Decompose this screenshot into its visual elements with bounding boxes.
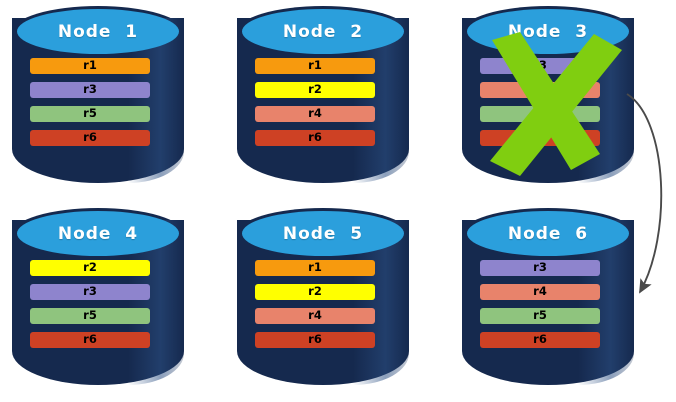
record-label: r3 — [533, 58, 547, 73]
node-label: Node 5 — [282, 223, 364, 244]
record-label: r5 — [533, 106, 547, 121]
record-bar[interactable]: r3 — [30, 284, 150, 300]
record-bar[interactable]: r2 — [30, 260, 150, 276]
node-label: Node 3 — [507, 21, 589, 42]
record-label: r4 — [308, 106, 322, 121]
record-bar[interactable]: r4 — [255, 106, 375, 122]
record-bar[interactable]: r1 — [255, 260, 375, 276]
record-label: r1 — [308, 58, 322, 73]
record-bar[interactable]: r3 — [480, 260, 600, 276]
node-4[interactable]: Node 4 r2 r3 r5 r6 — [0, 202, 196, 392]
record-label: r1 — [83, 58, 97, 73]
record-label: r4 — [533, 284, 547, 299]
record-label: r4 — [308, 308, 322, 323]
record-list: r2 r3 r5 r6 — [30, 260, 150, 356]
record-bar[interactable]: r4 — [480, 82, 600, 98]
record-bar[interactable]: r3 — [480, 58, 600, 74]
record-bar[interactable]: r6 — [480, 130, 600, 146]
record-label: r5 — [83, 106, 97, 121]
record-list: r1 r2 r4 r6 — [255, 260, 375, 356]
record-label: r6 — [533, 332, 547, 347]
record-label: r6 — [83, 332, 97, 347]
record-bar[interactable]: r3 — [30, 82, 150, 98]
record-label: r3 — [83, 284, 97, 299]
node-2[interactable]: Node 2 r1 r2 r4 r6 — [225, 0, 421, 190]
record-label: r5 — [533, 308, 547, 323]
cylinder-top-face — [242, 9, 404, 54]
record-label: r6 — [308, 130, 322, 145]
record-bar[interactable]: r4 — [480, 284, 600, 300]
record-label: r2 — [308, 82, 322, 97]
record-bar[interactable]: r2 — [255, 82, 375, 98]
node-label: Node 4 — [57, 223, 139, 244]
node-5[interactable]: Node 5 r1 r2 r4 r6 — [225, 202, 421, 392]
record-label: r5 — [83, 308, 97, 323]
cylinder-top-face — [242, 211, 404, 256]
record-label: r6 — [533, 130, 547, 145]
record-label: r2 — [83, 260, 97, 275]
node-3[interactable]: Node 3 r3 r4 r5 r6 — [450, 0, 646, 190]
record-bar[interactable]: r4 — [255, 308, 375, 324]
record-bar[interactable]: r6 — [30, 130, 150, 146]
record-bar[interactable]: r5 — [30, 308, 150, 324]
node-label: Node 6 — [507, 223, 589, 244]
record-bar[interactable]: r5 — [480, 106, 600, 122]
record-list: r3 r4 r5 r6 — [480, 260, 600, 356]
record-bar[interactable]: r6 — [30, 332, 150, 348]
node-label: Node 2 — [282, 21, 364, 42]
record-label: r2 — [308, 284, 322, 299]
record-bar[interactable]: r2 — [255, 284, 375, 300]
cylinder-top-face — [17, 211, 179, 256]
record-label: r3 — [83, 82, 97, 97]
node-label: Node 1 — [57, 21, 139, 42]
record-label: r6 — [308, 332, 322, 347]
record-bar[interactable]: r1 — [30, 58, 150, 74]
node-1[interactable]: Node 1 r1 r3 r5 r6 — [0, 0, 196, 190]
record-bar[interactable]: r6 — [255, 130, 375, 146]
record-bar[interactable]: r5 — [30, 106, 150, 122]
record-label: r1 — [308, 260, 322, 275]
record-label: r6 — [83, 130, 97, 145]
record-bar[interactable]: r6 — [255, 332, 375, 348]
record-label: r3 — [533, 260, 547, 275]
record-bar[interactable]: r5 — [480, 308, 600, 324]
record-label: r4 — [533, 82, 547, 97]
record-bar[interactable]: r1 — [255, 58, 375, 74]
record-bar[interactable]: r6 — [480, 332, 600, 348]
cylinder-top-face — [467, 211, 629, 256]
record-list: r1 r3 r5 r6 — [30, 58, 150, 154]
record-list: r1 r2 r4 r6 — [255, 58, 375, 154]
cylinder-top-face — [17, 9, 179, 54]
record-list: r3 r4 r5 r6 — [480, 58, 600, 154]
node-6[interactable]: Node 6 r3 r4 r5 r6 — [450, 202, 646, 392]
